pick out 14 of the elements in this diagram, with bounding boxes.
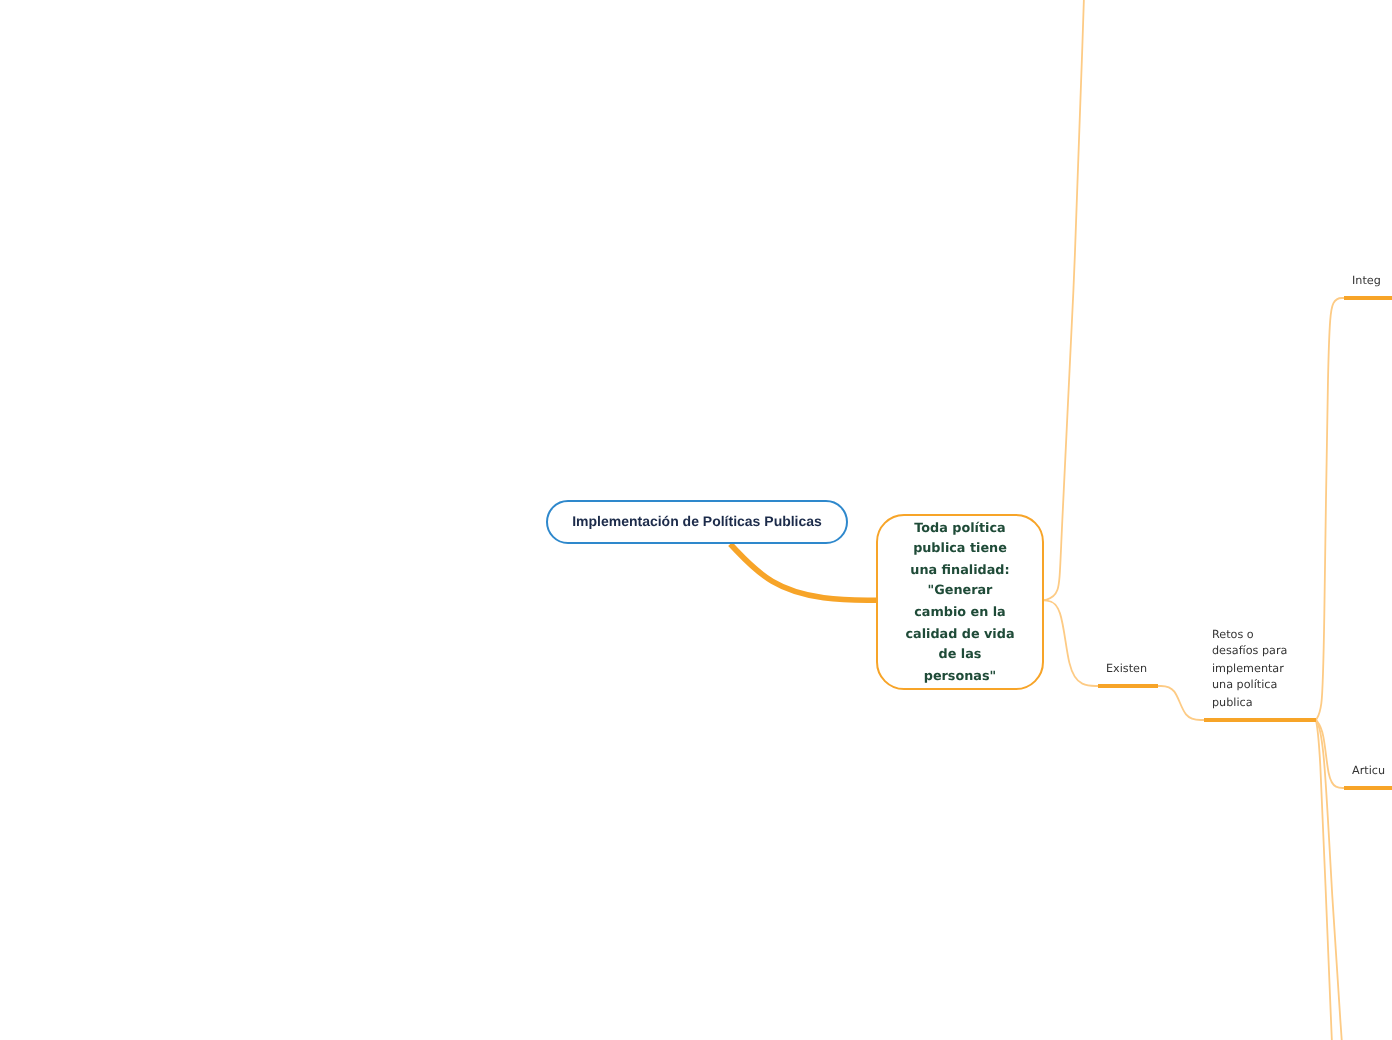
connector-line bbox=[1315, 297, 1345, 721]
branch-node bbox=[1098, 664, 1158, 688]
connector-line bbox=[1043, 0, 1085, 602]
subtopic-box bbox=[876, 514, 1044, 690]
connector-line bbox=[1315, 719, 1333, 1040]
connector-line bbox=[1043, 599, 1099, 687]
branch-node bbox=[1344, 764, 1392, 790]
connector-line bbox=[1315, 719, 1345, 789]
connector-line bbox=[1315, 719, 1343, 1040]
connector-line bbox=[1157, 685, 1205, 721]
branch-node bbox=[1204, 628, 1316, 722]
branch-node bbox=[1344, 274, 1392, 300]
connector-line bbox=[728, 542, 876, 604]
topic-box bbox=[546, 500, 848, 544]
